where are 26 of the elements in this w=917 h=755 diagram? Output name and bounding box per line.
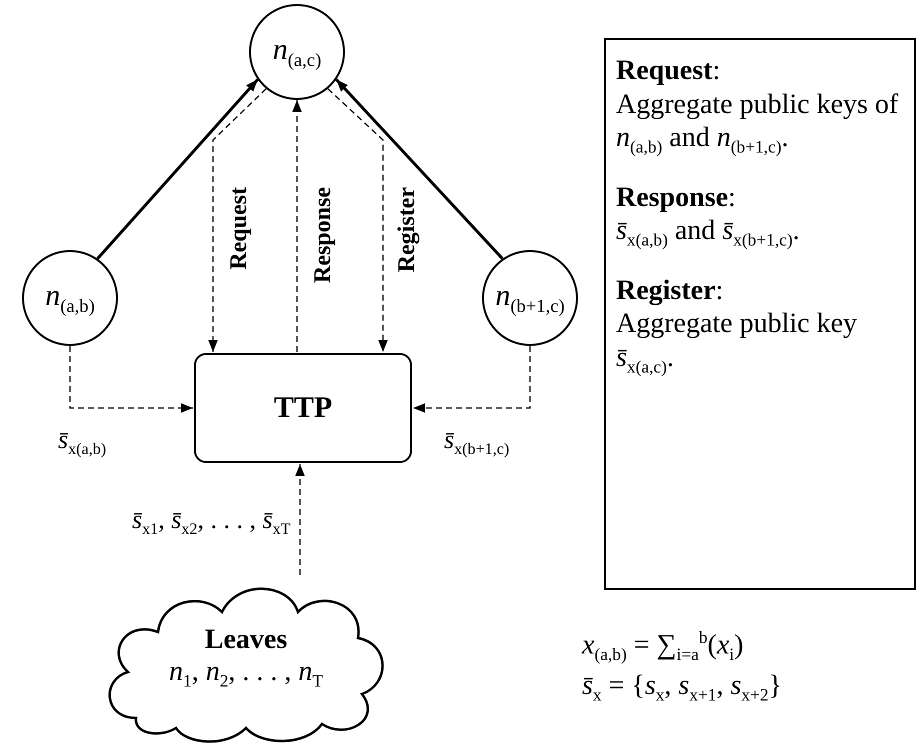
dashed-arrow (327, 88, 388, 352)
arrow (96, 78, 259, 260)
node-label: n$_{(a,c)}$ (272, 32, 322, 72)
node-label: Leaves (204, 624, 288, 656)
node-label: TTP (274, 391, 332, 425)
process-box (194, 353, 412, 463)
formula-text: s̄$_{x}$ = {s$_{x}$, s$_{x+1}$, s$_{x+2}$} (582, 670, 782, 706)
node-label: n$_{(a,b)}$ (45, 278, 95, 318)
circle-node (249, 4, 345, 100)
formula-text: x$_{(a,b)}$ = ∑$_{i=a}$$^{b}$(x$_{i}$) (582, 628, 744, 665)
arrow (335, 78, 504, 260)
legend-text: Aggregate public key s̄$_{x(a,c)}$. (616, 307, 858, 378)
legend-text: s̄$_{x(a,b)}$ and s̄$_{x(b+1,c)}$. (616, 214, 801, 252)
dashed-arrow (208, 88, 267, 352)
legend-box (604, 38, 916, 590)
legend-heading: Response: (616, 180, 737, 214)
dashed-arrow (69, 346, 193, 413)
dashed-arrow (413, 346, 531, 413)
edge-label: Register (394, 185, 421, 274)
legend-text: Aggregate public keys of n$_{(a,b)}$ and n$_{(b+1,c)}$. (616, 88, 900, 159)
dashed-arrow (295, 464, 305, 575)
legend-heading: Register: (616, 274, 724, 308)
dashed-arrow (292, 100, 302, 352)
node-label: n$_{1}$, n$_{2}$, . . . , n$_{T}$ (169, 656, 323, 692)
node-label: n$_{(b+1,c)}$ (495, 278, 565, 318)
legend-heading: Request: (616, 54, 722, 88)
